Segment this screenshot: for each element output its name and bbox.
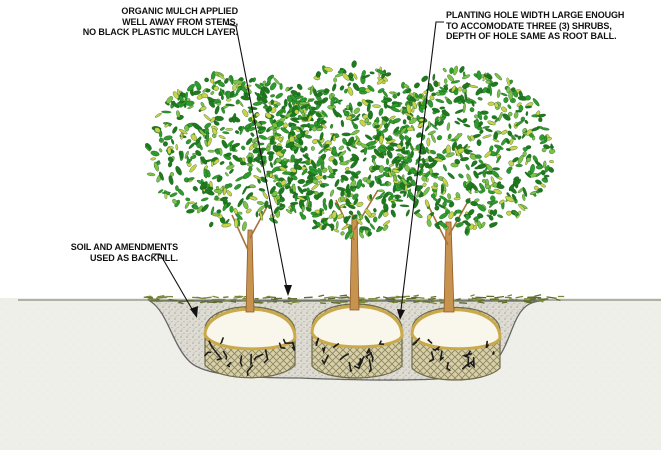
root-ball-left [205,307,295,378]
annotation-backfill: SOIL AND AMENDMENTS USED AS BACKFILL. [18,242,178,263]
arrow-mulch [284,285,292,296]
annotation-mulch: ORGANIC MULCH APPLIED WELL AWAY FROM STE… [38,6,238,38]
trunk-right [444,222,454,312]
annotation-planting-hole: PLANTING HOLE WIDTH LARGE ENOUGH TO ACCO… [446,10,661,42]
shrub-canopies [144,60,556,240]
trunk-left [246,230,254,312]
shrub-icon [366,65,555,235]
